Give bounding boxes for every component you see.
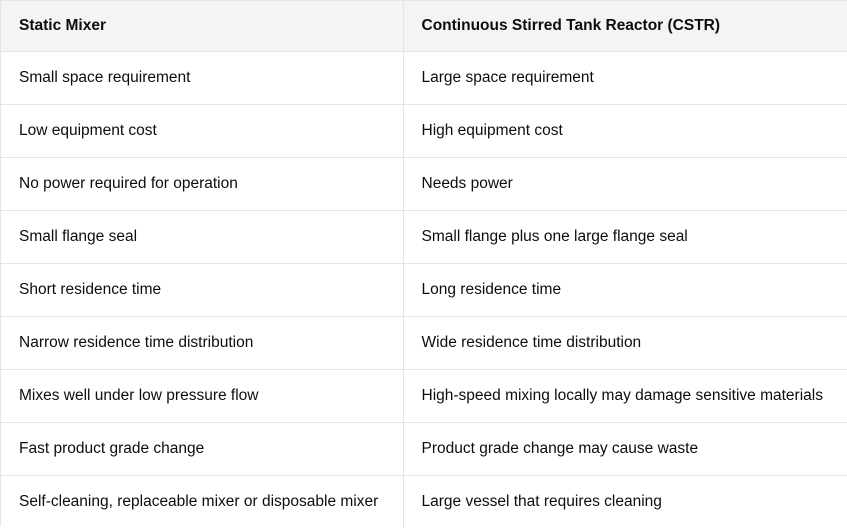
table-cell: Self-cleaning, replaceable mixer or disp… — [1, 476, 403, 528]
table-cell: Small flange plus one large flange seal — [403, 211, 847, 264]
table-cell: Fast product grade change — [1, 423, 403, 476]
table-row: Self-cleaning, replaceable mixer or disp… — [1, 476, 847, 528]
table-row: No power required for operation Needs po… — [1, 158, 847, 211]
table-cell: Needs power — [403, 158, 847, 211]
table-cell: Large vessel that requires cleaning — [403, 476, 847, 528]
table-cell: Small flange seal — [1, 211, 403, 264]
table-cell: High equipment cost — [403, 105, 847, 158]
table-row: Mixes well under low pressure flow High-… — [1, 370, 847, 423]
table-cell: Narrow residence time distribution — [1, 317, 403, 370]
header-cstr: Continuous Stirred Tank Reactor (CSTR) — [403, 1, 847, 52]
table-row: Short residence time Long residence time — [1, 264, 847, 317]
table-cell: Long residence time — [403, 264, 847, 317]
table-cell: Small space requirement — [1, 52, 403, 105]
table-cell: Mixes well under low pressure flow — [1, 370, 403, 423]
table-row: Narrow residence time distribution Wide … — [1, 317, 847, 370]
table-cell: Wide residence time distribution — [403, 317, 847, 370]
table-cell: Product grade change may cause waste — [403, 423, 847, 476]
table-header-row: Static Mixer Continuous Stirred Tank Rea… — [1, 1, 847, 52]
header-static-mixer: Static Mixer — [1, 1, 403, 52]
table-row: Small space requirement Large space requ… — [1, 52, 847, 105]
table-cell: Low equipment cost — [1, 105, 403, 158]
table-cell: Short residence time — [1, 264, 403, 317]
table-row: Small flange seal Small flange plus one … — [1, 211, 847, 264]
table-cell: Large space requirement — [403, 52, 847, 105]
table-cell: No power required for operation — [1, 158, 403, 211]
table-row: Fast product grade change Product grade … — [1, 423, 847, 476]
table-cell: High-speed mixing locally may damage sen… — [403, 370, 847, 423]
table-row: Low equipment cost High equipment cost — [1, 105, 847, 158]
